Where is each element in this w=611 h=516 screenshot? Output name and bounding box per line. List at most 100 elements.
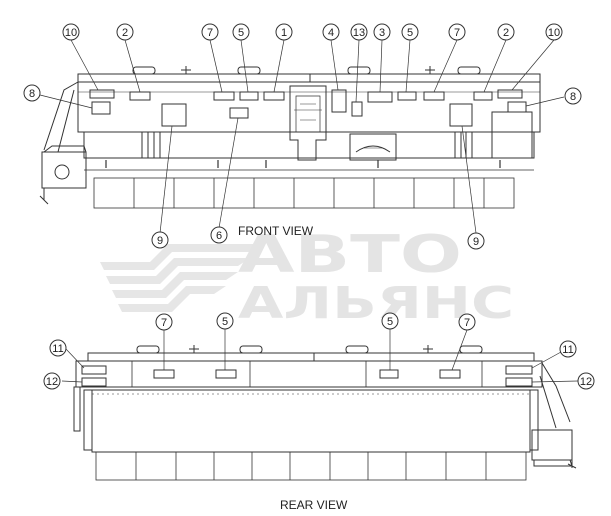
front-top-rail bbox=[77, 73, 541, 83]
callout-front-1: 1 bbox=[275, 23, 293, 41]
plate-front-7-left bbox=[213, 91, 235, 101]
callout-front-4: 4 bbox=[322, 23, 340, 41]
watermark-line1: АВТО bbox=[238, 225, 462, 285]
svg-text:7: 7 bbox=[161, 317, 167, 329]
svg-text:2: 2 bbox=[503, 27, 509, 39]
svg-text:6: 6 bbox=[216, 230, 222, 242]
callout-front-3: 3 bbox=[373, 23, 391, 41]
plate-front-5-left bbox=[239, 91, 259, 101]
front-left-hitch bbox=[39, 81, 87, 205]
svg-text:11: 11 bbox=[562, 344, 573, 356]
svg-text:7: 7 bbox=[207, 27, 213, 39]
plate-front-9-left bbox=[161, 103, 187, 127]
callout-front-6: 6 bbox=[210, 226, 228, 244]
callout-front-8-right: 8 bbox=[564, 87, 582, 105]
callout-rear-11-right: 11 bbox=[559, 340, 577, 358]
svg-text:7: 7 bbox=[454, 27, 460, 39]
front-fasteners bbox=[105, 160, 501, 168]
svg-text:7: 7 bbox=[464, 317, 470, 329]
callout-front-2-left: 2 bbox=[116, 23, 134, 41]
plate-front-2-left bbox=[129, 91, 151, 101]
svg-text:12: 12 bbox=[580, 376, 592, 388]
plate-front-4 bbox=[331, 89, 347, 113]
svg-text:5: 5 bbox=[238, 27, 244, 39]
callout-front-7-left: 7 bbox=[201, 23, 219, 41]
front-view-drawing bbox=[39, 66, 541, 209]
rear-top-rail bbox=[87, 352, 535, 362]
front-main-panel bbox=[77, 81, 541, 133]
svg-text:2: 2 bbox=[122, 27, 128, 39]
rear-label-plates bbox=[81, 365, 533, 387]
callout-rear-5-left: 5 bbox=[216, 312, 234, 330]
rear-callouts: 7 5 5 7 11 12 11 12 bbox=[43, 312, 595, 390]
callout-front-10-right: 10 bbox=[545, 23, 563, 41]
plate-front-3 bbox=[367, 91, 393, 103]
svg-text:8: 8 bbox=[570, 91, 576, 103]
svg-text:12: 12 bbox=[46, 376, 58, 388]
rear-lower-deck bbox=[91, 389, 531, 453]
callout-rear-12-left: 12 bbox=[43, 372, 61, 390]
plate-front-7-right bbox=[423, 91, 445, 101]
callout-front-9-left: 9 bbox=[151, 231, 169, 249]
callout-rear-11-left: 11 bbox=[49, 339, 67, 357]
callout-front-2-right: 2 bbox=[497, 23, 515, 41]
plate-front-8-right bbox=[507, 101, 527, 113]
front-center-bracket bbox=[289, 85, 327, 161]
plate-front-2-right bbox=[473, 91, 493, 101]
plate-rear-5-right bbox=[379, 369, 399, 379]
callout-rear-7-right: 7 bbox=[458, 313, 476, 331]
front-view-caption: FRONT VIEW bbox=[238, 224, 314, 238]
svg-text:4: 4 bbox=[328, 27, 334, 39]
plate-rear-7-right bbox=[439, 369, 461, 379]
plate-rear-11-right bbox=[505, 365, 533, 375]
svg-text:1: 1 bbox=[281, 27, 287, 39]
rear-panel-dividers bbox=[131, 361, 483, 387]
front-callouts: 10 2 7 5 1 4 13 3 5 7 2 10 8 8 9 6 9 bbox=[23, 23, 582, 250]
plate-rear-11-left bbox=[81, 365, 107, 375]
watermark-emblem bbox=[100, 244, 262, 312]
plate-front-13 bbox=[351, 101, 363, 117]
front-label-plates bbox=[89, 89, 527, 127]
svg-text:13: 13 bbox=[353, 27, 365, 39]
front-posts bbox=[141, 111, 533, 159]
plate-rear-5-left bbox=[215, 369, 237, 379]
callout-front-7-right: 7 bbox=[448, 23, 466, 41]
plate-rear-7-left bbox=[153, 369, 175, 379]
rear-view-drawing bbox=[73, 345, 577, 481]
callout-front-9-right: 9 bbox=[467, 232, 485, 250]
front-lower-deck bbox=[84, 169, 534, 209]
plate-front-5-right bbox=[397, 91, 417, 101]
rear-main-panel bbox=[75, 360, 543, 388]
plate-front-10-left bbox=[89, 89, 115, 99]
svg-text:10: 10 bbox=[65, 27, 77, 39]
rear-leader-lines bbox=[61, 329, 579, 383]
callout-rear-12-right: 12 bbox=[577, 372, 595, 390]
plate-front-10-right bbox=[497, 89, 523, 99]
svg-text:5: 5 bbox=[222, 316, 228, 328]
front-leader-lines bbox=[39, 39, 565, 234]
plate-front-9-right bbox=[449, 103, 473, 127]
callout-front-5-right: 5 bbox=[401, 23, 419, 41]
svg-text:11: 11 bbox=[52, 343, 63, 355]
svg-text:5: 5 bbox=[387, 316, 393, 328]
callout-front-5-left: 5 bbox=[232, 23, 250, 41]
plate-front-1 bbox=[263, 91, 285, 101]
front-rail-handles bbox=[132, 66, 481, 75]
svg-text:9: 9 bbox=[157, 235, 163, 247]
callout-rear-5-right: 5 bbox=[381, 312, 399, 330]
plate-front-8-left bbox=[91, 101, 111, 115]
callout-rear-7-left: 7 bbox=[155, 313, 173, 331]
svg-text:8: 8 bbox=[29, 88, 35, 100]
callout-front-8-left: 8 bbox=[23, 84, 41, 102]
svg-text:5: 5 bbox=[407, 27, 413, 39]
front-center-window bbox=[349, 133, 397, 161]
rear-view-caption: REAR VIEW bbox=[280, 498, 348, 512]
svg-text:3: 3 bbox=[379, 27, 385, 39]
rear-right-hitch bbox=[531, 362, 577, 469]
callout-front-10-left: 10 bbox=[62, 23, 80, 41]
front-lifting-eyes bbox=[181, 66, 435, 74]
plate-rear-12-right bbox=[505, 377, 533, 387]
plate-front-6 bbox=[229, 107, 249, 119]
callout-front-13: 13 bbox=[350, 23, 368, 41]
